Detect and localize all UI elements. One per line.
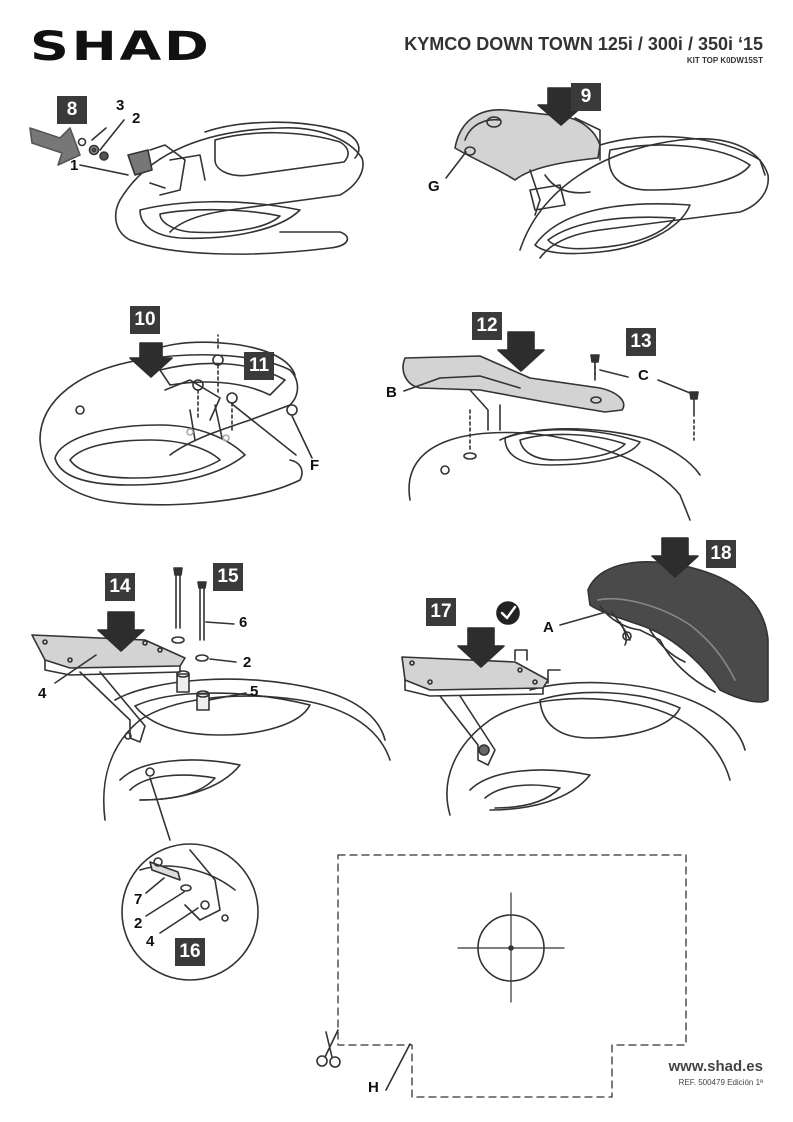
part-label-7: 7 [134, 891, 143, 908]
panel-12-13-drawing [402, 331, 701, 521]
part-label-h: H [368, 1079, 379, 1096]
template-h-drawing [316, 854, 687, 1098]
panel-10-11-drawing [39, 334, 313, 506]
shad-logo: SHAD [30, 24, 212, 70]
part-label-6: 6 [239, 614, 248, 631]
part-label-1: 1 [70, 157, 79, 174]
part-label-b: B [386, 384, 397, 401]
part-label-2-step16: 2 [134, 915, 143, 932]
step-15-badge: 15 [213, 563, 243, 591]
step-17-badge: 17 [426, 598, 456, 626]
step-9-badge: 9 [571, 83, 601, 111]
kit-code: KIT TOP K0DW15ST [686, 56, 763, 65]
panel-18-drawing [559, 537, 769, 703]
part-label-4-step16: 4 [146, 933, 155, 950]
panel-17-drawing [401, 601, 746, 816]
step-16-badge: 16 [175, 938, 205, 966]
part-label-c: C [638, 367, 649, 384]
step-10-badge: 10 [130, 306, 160, 334]
part-label-g: G [428, 178, 440, 195]
step-18-badge: 18 [706, 540, 736, 568]
step-14-badge: 14 [105, 573, 135, 601]
part-label-2-step15: 2 [243, 654, 252, 671]
part-label-4-step14: 4 [38, 685, 47, 702]
panel-9-drawing [445, 87, 769, 259]
step-8-badge: 8 [57, 96, 87, 124]
part-label-2-step8: 2 [132, 110, 141, 127]
model-title: KYMCO DOWN TOWN 125i / 300i / 350i ‘15 [404, 34, 763, 54]
step-13-badge: 13 [626, 328, 656, 356]
website[interactable]: www.shad.es [668, 1058, 763, 1075]
part-label-3: 3 [116, 97, 125, 114]
document-reference: REF. 500479 Edición 1ª [678, 1078, 763, 1087]
part-label-5: 5 [250, 683, 259, 700]
step-12-badge: 12 [472, 312, 502, 340]
panel-14-15-16-drawing [31, 567, 391, 981]
part-label-a: A [543, 619, 554, 636]
part-label-f: F [310, 457, 320, 474]
step-11-badge: 11 [244, 352, 274, 380]
panel-8-drawing [29, 119, 364, 255]
